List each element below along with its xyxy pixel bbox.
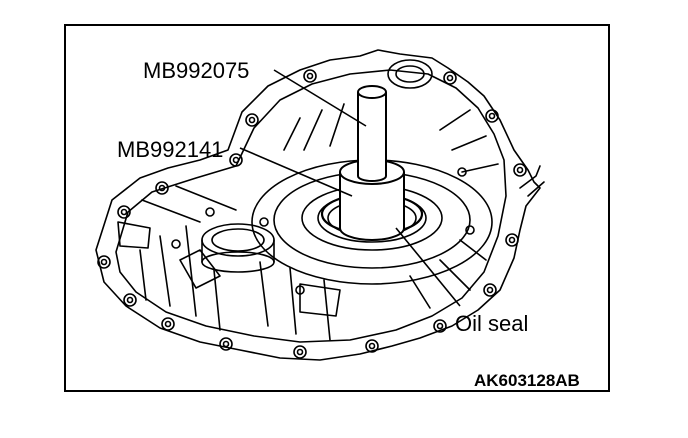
secondary-bore [201,223,275,273]
tool-mb992075 [357,85,387,182]
housing-inner-flange [115,69,507,343]
bolt-bosses [97,69,527,359]
leader-mb992075 [273,69,367,127]
inner-bolts [171,167,475,295]
leader-oil-seal [395,227,461,307]
leader-mb992141 [239,147,353,197]
internal-ribs [117,103,499,341]
housing-outline [95,49,541,361]
callout-mb992141: MB992141 [117,137,224,162]
leader-lines [239,69,461,307]
callout-mb992075: MB992075 [143,58,250,83]
figure-id: AK603128AB [474,371,580,390]
callout-oil-seal: Oil seal [455,311,529,336]
figure-frame [64,24,610,392]
